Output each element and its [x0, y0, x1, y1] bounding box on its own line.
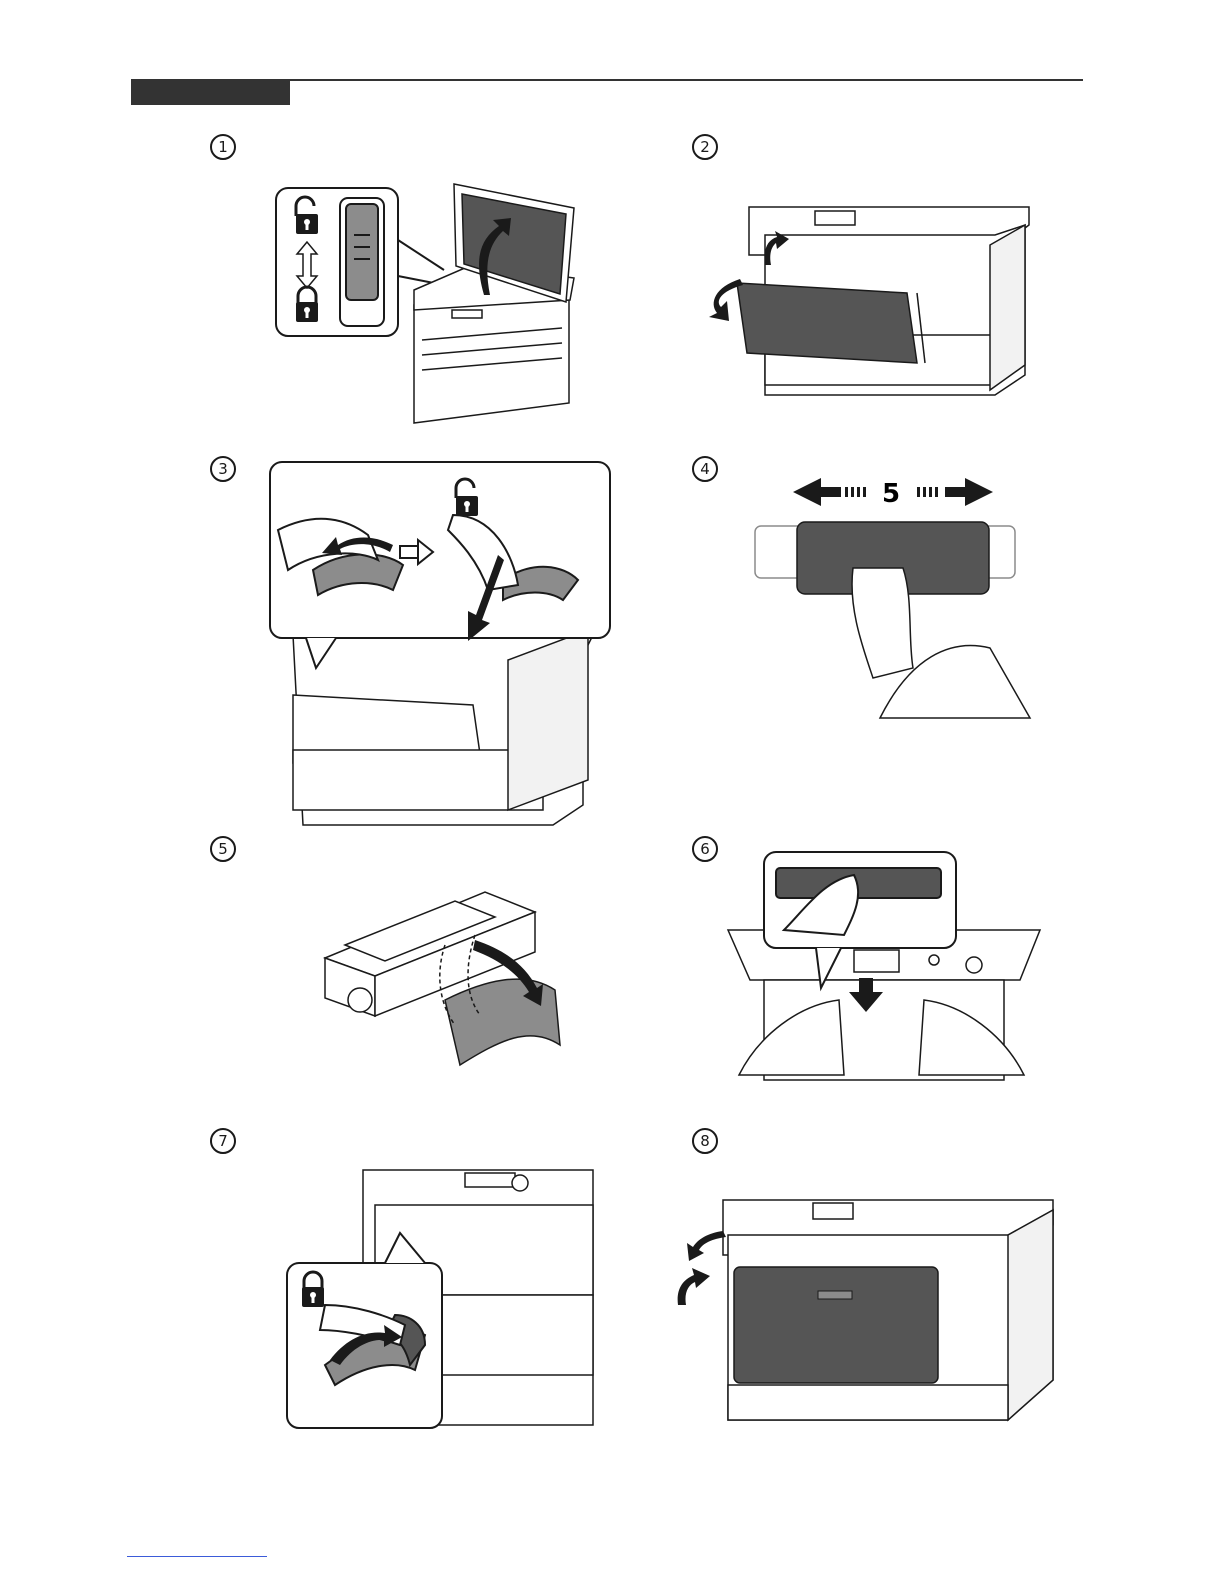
close-arrow-icon-bottom — [678, 1268, 710, 1305]
lever-callout — [270, 462, 610, 668]
step-2-illustration — [705, 205, 1035, 400]
step-number-5: 5 — [210, 836, 236, 862]
step-5-illustration — [325, 890, 570, 1060]
step-3-illustration — [268, 460, 613, 825]
shake-arrows: 5 — [793, 478, 993, 509]
close-arrow-icon-top — [687, 1231, 726, 1261]
shake-count-text: 5 — [882, 479, 900, 509]
step-number-7: 7 — [210, 1128, 236, 1154]
step-4-illustration: 5 — [745, 478, 1035, 728]
step-number-4: 4 — [692, 456, 718, 482]
step-number-8: 8 — [692, 1128, 718, 1154]
lock-lever-callout — [287, 1233, 442, 1428]
footer-link-underline[interactable] — [127, 1556, 267, 1557]
printer-open-scanner — [414, 184, 574, 423]
seal-strip — [445, 979, 560, 1065]
step-number-6: 6 — [692, 836, 718, 862]
step-6-illustration — [724, 850, 1049, 1080]
step-1-illustration — [274, 180, 584, 425]
step-number-1: 1 — [210, 134, 236, 160]
step-number-3: 3 — [210, 456, 236, 482]
down-arrow-icon — [709, 279, 743, 321]
section-tab-bar — [131, 81, 290, 105]
front-cover-panel — [734, 1267, 938, 1383]
step-number-2: 2 — [692, 134, 718, 160]
step-8-illustration — [668, 1195, 1060, 1425]
front-cover-panel — [737, 283, 917, 363]
step-7-illustration — [285, 1165, 600, 1430]
